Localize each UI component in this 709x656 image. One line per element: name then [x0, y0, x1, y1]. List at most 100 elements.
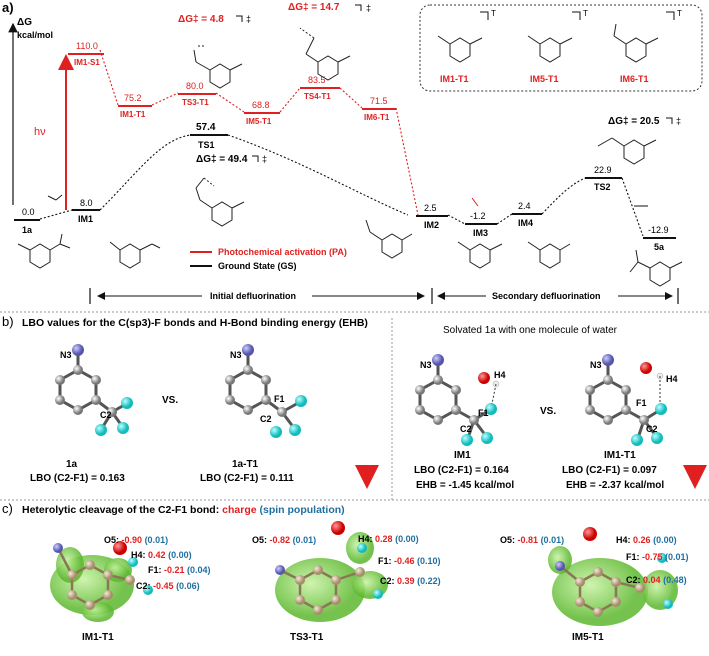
- c1-c2-atom: C2:: [136, 581, 151, 591]
- level-IM5-T1-value: 68.8: [252, 100, 270, 110]
- level-TS1-value: 57.4: [196, 122, 216, 133]
- atom-F1-4: F1: [636, 398, 647, 408]
- level-TS1-label: TS1: [198, 140, 215, 150]
- molecule-5a: [629, 249, 683, 287]
- atom-F1-2: F1: [274, 394, 285, 404]
- atom-N3-3: N3: [420, 360, 432, 370]
- level-TS2-value: 22.9: [594, 165, 612, 175]
- hv-label: hν: [34, 126, 46, 138]
- c1-f1-spin: (0.04): [187, 565, 211, 575]
- panel-c-title-prefix: Heterolytic cleavage of the C2-F1 bond:: [22, 504, 222, 516]
- model-1a-T1: [225, 344, 307, 438]
- triplet-inset: T T T IM1-T1 IM5-T1 IM6-T1: [419, 4, 703, 92]
- level-1a: 0.0 1a: [14, 207, 40, 235]
- c1-c2-spin: (0.06): [176, 581, 200, 591]
- structure-name-IM5-T1: IM5-T1: [572, 632, 604, 643]
- svg-text:C2: -0.45 (0.06): C2: -0.45 (0.06): [136, 581, 200, 591]
- c3-f1-atom: F1:: [626, 552, 640, 562]
- molecule-sketches: [17, 27, 683, 287]
- section-initial: Initial defluorination: [210, 291, 296, 301]
- atom-C2-4: C2: [646, 424, 658, 434]
- inset-label-IM1-T1: IM1-T1: [440, 74, 469, 84]
- molecule-1a: [17, 233, 71, 269]
- svg-text:H4: 0.26 (0.00): H4: 0.26 (0.00): [616, 535, 677, 545]
- dagger-3: ‡: [262, 154, 267, 164]
- level-IM1-S1-label: IM1-S1: [74, 58, 100, 67]
- c2-h4-spin: (0.00): [395, 534, 419, 544]
- molecule-TS3-top: [193, 45, 243, 89]
- level-IM5-T1: 68.8 IM5-T1: [244, 100, 280, 126]
- c2-f1-spin: (0.10): [417, 556, 441, 566]
- level-TS3-T1-label: TS3-T1: [182, 98, 209, 107]
- level-TS1: 57.4 TS1: [190, 122, 228, 150]
- level-IM1-value: 8.0: [80, 198, 93, 208]
- c3-h4-spin: (0.00): [653, 535, 677, 545]
- barrier-right: ΔG‡ = 20.5: [608, 116, 660, 127]
- dagger-2: ‡: [366, 3, 371, 13]
- panel-b-solvated-title: Solvated 1a with one molecule of water: [443, 325, 618, 336]
- c1-f1-atom: F1:: [148, 565, 162, 575]
- molecule-TS2: [597, 137, 657, 165]
- svg-text:O5: -0.81 (0.01): O5: -0.81 (0.01): [500, 535, 564, 545]
- legend-pa: Photochemical activation (PA): [218, 247, 347, 257]
- svg-text:C2: 0.04 (0.48): C2: 0.04 (0.48): [626, 575, 687, 585]
- svg-text:H4: 0.28 (0.00): H4: 0.28 (0.00): [358, 534, 419, 544]
- c1-o5-atom: O5:: [104, 535, 119, 545]
- molecule-IM3: [457, 241, 503, 269]
- c3-c2-spin: (0.48): [663, 575, 687, 585]
- mol-IM1-ehb: EHB = -1.45 kcal/mol: [416, 480, 514, 491]
- mol-IM1-name: IM1: [454, 450, 471, 461]
- level-TS3-T1: 80.0 TS3-T1: [178, 81, 216, 107]
- atom-N3-4: N3: [590, 360, 602, 370]
- molecule-TS1: [195, 177, 245, 227]
- c2-h4-atom: H4:: [358, 534, 373, 544]
- level-IM5-T1-label: IM5-T1: [246, 117, 272, 126]
- charges-IM5-T1: O5: -0.81 (0.01) H4: 0.26 (0.00) F1: -0.…: [500, 535, 689, 585]
- level-1a-value: 0.0: [22, 207, 35, 217]
- level-IM1-T1-value: 75.2: [124, 93, 142, 103]
- svg-text:H4: 0.42 (0.00): H4: 0.42 (0.00): [131, 550, 192, 560]
- panel-c-label: c): [2, 501, 13, 516]
- c3-o5-charge: -0.81: [518, 535, 539, 545]
- level-TS2: 22.9 TS2: [585, 165, 622, 192]
- panel-a-label: a): [2, 0, 14, 15]
- level-TS4-T1-value: 83.5: [308, 75, 326, 85]
- svg-text:F1: -0.75 (0.01): F1: -0.75 (0.01): [626, 552, 689, 562]
- dagger-4: ‡: [676, 116, 681, 126]
- level-IM1-T1: 75.2 IM1-T1: [118, 93, 152, 119]
- c3-c2-atom: C2:: [626, 575, 641, 585]
- level-IM3: -1.2 IM3: [465, 211, 497, 238]
- structure-IM1-T1: [50, 541, 153, 622]
- model-IM1: [415, 354, 500, 446]
- profile-connectors: [39, 49, 644, 237]
- axis-unit: kcal/mol: [17, 30, 53, 40]
- panel-c: c) Heterolytic cleavage of the C2-F1 bon…: [2, 501, 689, 643]
- structure-TS3-T1: [275, 521, 388, 622]
- c2-f1-charge: -0.46: [394, 556, 415, 566]
- level-IM6-T1: 71.5 IM6-T1: [362, 96, 396, 122]
- level-TS3-T1-value: 80.0: [186, 81, 204, 91]
- c1-o5-charge: -0.90: [122, 535, 143, 545]
- atom-N3-1: N3: [60, 350, 72, 360]
- model-1a: [55, 344, 133, 436]
- level-IM2-label: IM2: [424, 220, 439, 230]
- level-IM1-S1: 110.0 IM1-S1: [68, 41, 104, 67]
- level-IM6-T1-value: 71.5: [370, 96, 388, 106]
- barrier-mid: ΔG‡ = 49.4: [196, 154, 248, 165]
- c2-c2-charge: 0.39: [397, 576, 415, 586]
- atom-C2-1: C2: [100, 410, 112, 420]
- barrier-top1: ΔG‡ = 4.8: [178, 14, 224, 25]
- vs-left: VS.: [162, 395, 178, 406]
- level-IM2-value: 2.5: [424, 203, 437, 213]
- level-IM3-label: IM3: [473, 228, 488, 238]
- c2-c2-atom: C2:: [380, 576, 395, 586]
- svg-text:O5: -0.90 (0.01): O5: -0.90 (0.01): [104, 535, 168, 545]
- level-5a: -12.9 5a: [643, 225, 676, 252]
- mol-1a-T1-name: 1a-T1: [232, 459, 259, 470]
- c1-h4-spin: (0.00): [168, 550, 192, 560]
- c1-f1-charge: -0.21: [164, 565, 185, 575]
- structure-name-IM1-T1: IM1-T1: [82, 632, 114, 643]
- atom-C2-2: C2: [260, 414, 272, 424]
- energy-levels: 0.0 1a 8.0 IM1 110.0 IM1-S1 75.2 IM1-T1 …: [14, 41, 676, 252]
- vs-right: VS.: [540, 406, 556, 417]
